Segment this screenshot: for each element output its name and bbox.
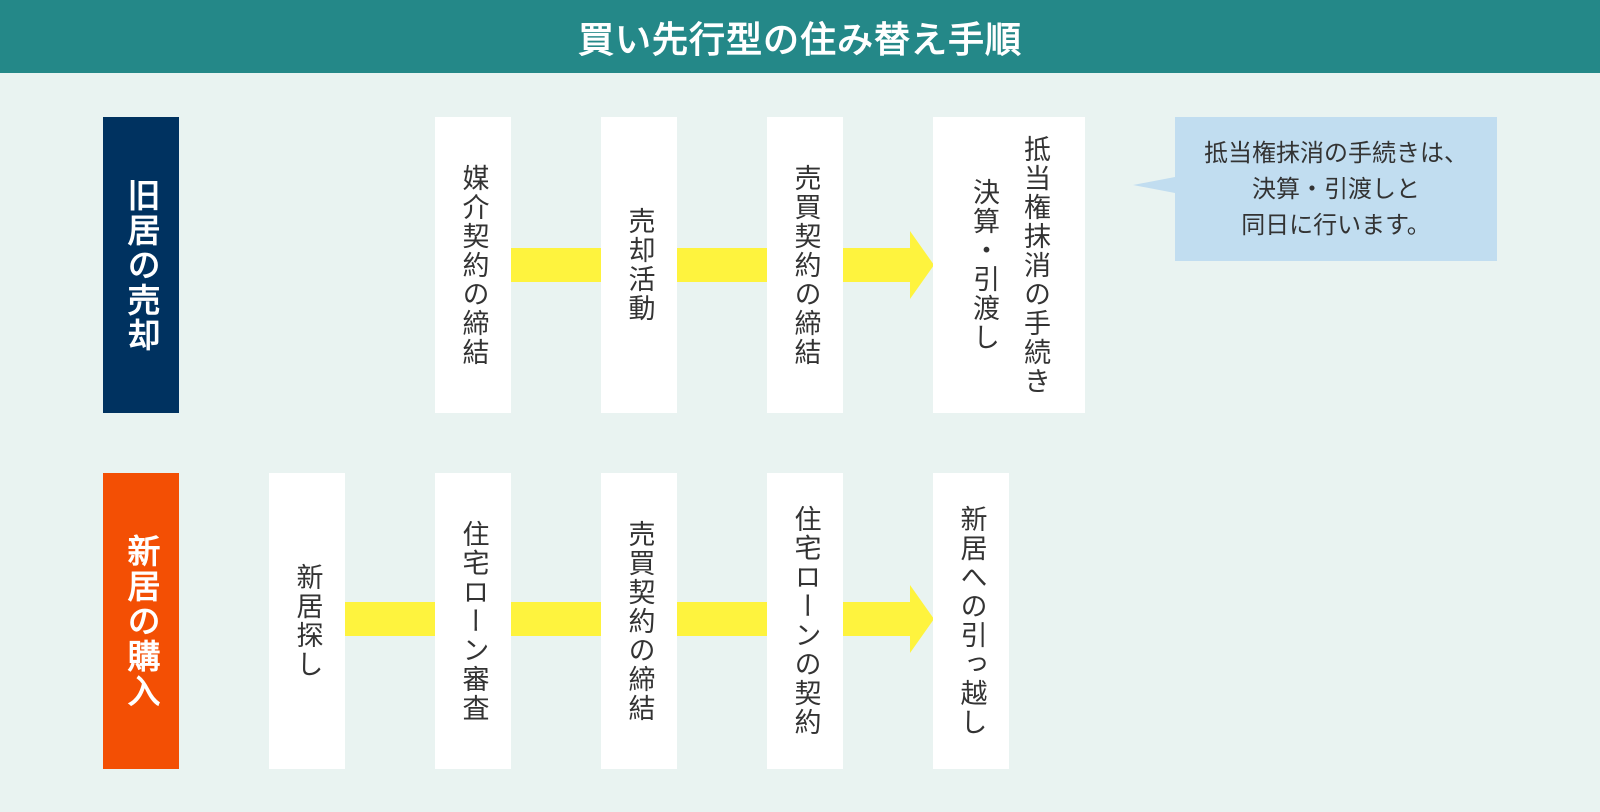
sale-step-1: 媒介契約の締結 bbox=[435, 117, 511, 413]
purchase-step-4: 住宅ローンの契約 bbox=[767, 473, 843, 769]
sale-step-3: 売買契約の締結 bbox=[767, 117, 843, 413]
sale-step-2-text: 売却活動 bbox=[623, 207, 655, 323]
callout-note: 抵当権抹消の手続きは、 決算・引渡しと 同日に行います。 bbox=[1175, 117, 1497, 261]
purchase-step-3-text: 売買契約の締結 bbox=[623, 519, 655, 723]
purchase-step-1-text: 新居探し bbox=[291, 563, 323, 679]
callout-line-3: 同日に行います。 bbox=[1241, 211, 1431, 239]
purchase-step-1: 新居探し bbox=[269, 473, 345, 769]
callout-line-2: 決算・引渡しと bbox=[1252, 175, 1420, 203]
purchase-row-label-text: 新居の購入 bbox=[122, 533, 161, 709]
purchase-row-label: 新居の購入 bbox=[103, 473, 179, 769]
sale-step-4: 決算・引渡し 抵当権抹消の手続き bbox=[933, 117, 1085, 413]
purchase-step-2: 住宅ローン審査 bbox=[435, 473, 511, 769]
purchase-step-4-text: 住宅ローンの契約 bbox=[789, 505, 821, 737]
sale-step-4-subtext: 抵当権抹消の手続き bbox=[1019, 135, 1050, 396]
sale-step-1-text: 媒介契約の締結 bbox=[457, 163, 489, 367]
sale-flow-arrow-bar bbox=[510, 248, 910, 282]
purchase-step-2-text: 住宅ローン審査 bbox=[457, 519, 489, 723]
purchase-step-5-text: 新居への引っ越し bbox=[955, 505, 987, 737]
purchase-flow-arrowhead bbox=[910, 585, 934, 653]
sale-flow-arrowhead bbox=[910, 231, 934, 299]
callout-line-1: 抵当権抹消の手続きは、 bbox=[1204, 139, 1468, 167]
purchase-step-5: 新居への引っ越し bbox=[933, 473, 1009, 769]
purchase-step-3: 売買契約の締結 bbox=[601, 473, 677, 769]
sale-step-2: 売却活動 bbox=[601, 117, 677, 413]
sale-row-label: 旧居の売却 bbox=[103, 117, 179, 413]
sale-step-4-text: 決算・引渡し bbox=[968, 178, 999, 352]
sale-row-label-text: 旧居の売却 bbox=[122, 177, 161, 353]
sale-step-3-text: 売買契約の締結 bbox=[789, 163, 821, 367]
callout-pointer bbox=[1133, 177, 1175, 193]
page-title: 買い先行型の住み替え手順 bbox=[0, 0, 1600, 73]
